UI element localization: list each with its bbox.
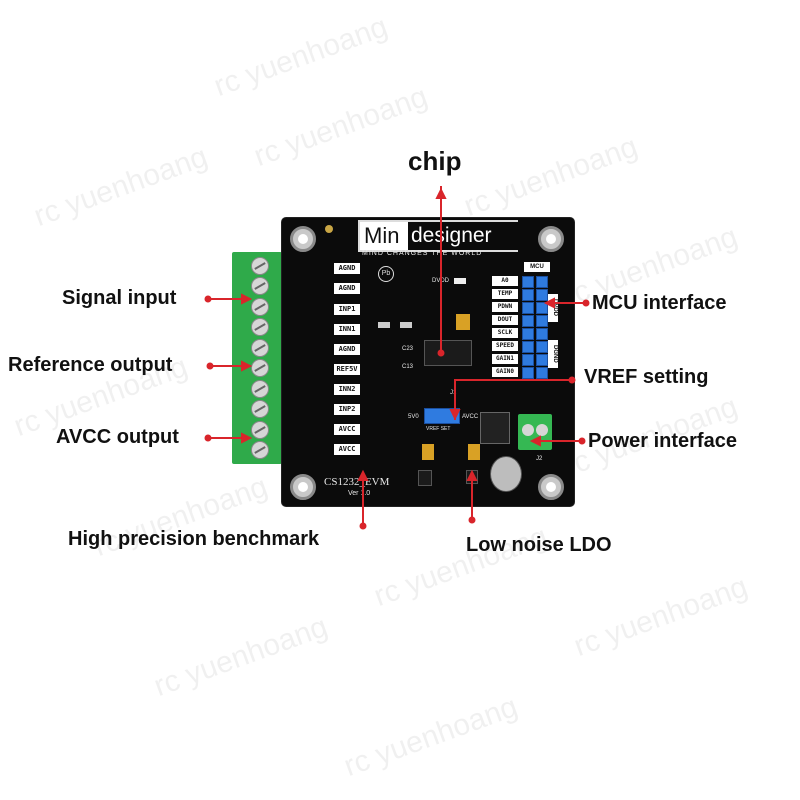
callout-mcu-interface: MCU interface — [592, 292, 727, 314]
mcu-header-title: MCU — [524, 262, 550, 272]
terminal-screw — [251, 359, 269, 377]
capacitor — [468, 444, 480, 460]
mcu-pin[interactable] — [522, 276, 534, 288]
mcu-pin[interactable] — [536, 315, 548, 327]
terminal-screw — [251, 277, 269, 295]
mount-hole — [538, 226, 564, 252]
mount-hole — [538, 474, 564, 500]
terminal-label: AGND — [334, 263, 360, 274]
brand-left: Min — [364, 223, 400, 248]
terminal-label: REF5V — [334, 364, 360, 375]
power-screw — [522, 424, 534, 436]
mcu-pin[interactable] — [536, 354, 548, 366]
terminal-screw — [251, 380, 269, 398]
terminal-screw — [251, 441, 269, 459]
dvdd-led — [454, 278, 466, 284]
model-label: CS1232_EVM — [324, 476, 390, 488]
callout-reference-output: Reference output — [8, 354, 173, 376]
terminal-screw — [251, 421, 269, 439]
mcu-pin[interactable] — [522, 315, 534, 327]
capacitor — [422, 444, 434, 460]
mcu-pin-label: PDWN — [492, 302, 518, 312]
dgnd-side-label: DGND — [548, 340, 558, 368]
terminal-screw — [251, 318, 269, 336]
mcu-pin-label: SPEED — [492, 341, 518, 351]
mcu-pin-label: GAIN1 — [492, 354, 518, 364]
c23-label: C23 — [402, 346, 414, 352]
terminal-label: INN2 — [334, 384, 360, 395]
mcu-pin[interactable] — [536, 302, 548, 314]
gold-pad — [325, 225, 333, 233]
mcu-pin-label: SCLK — [492, 328, 518, 338]
mcu-pin[interactable] — [536, 367, 548, 379]
brand-right: designer — [408, 222, 519, 250]
mcu-pin[interactable] — [536, 276, 548, 288]
mcu-pin-label: GAIN0 — [492, 367, 518, 377]
smd-resistor — [400, 322, 412, 328]
capacitor — [456, 314, 470, 330]
terminal-screw — [251, 400, 269, 418]
terminal-label: AVCC — [334, 424, 360, 435]
mount-hole — [290, 474, 316, 500]
power-terminal[interactable] — [518, 414, 552, 450]
version-label: Ver 1.0 — [348, 490, 371, 497]
mcu-pin-label: TEMP — [492, 289, 518, 299]
callout-power-interface: Power interface — [588, 430, 737, 452]
terminal-label: INP2 — [334, 404, 360, 415]
mcu-pin[interactable] — [522, 328, 534, 340]
terminal-screw — [251, 257, 269, 275]
mcu-pin[interactable] — [522, 302, 534, 314]
mcu-pin[interactable] — [522, 354, 534, 366]
voltage-regulator — [480, 412, 510, 444]
power-screw — [536, 424, 548, 436]
callout-signal-input: Signal input — [62, 287, 177, 309]
pcb-board: Min designer MIND CHANGES THE WORLD Pb A… — [282, 218, 574, 506]
mcu-pin[interactable] — [536, 289, 548, 301]
j1-label: J1 — [450, 390, 457, 396]
adc-chip — [424, 340, 472, 366]
terminal-label: AVCC — [334, 444, 360, 455]
c13-label: C13 — [402, 364, 414, 370]
terminal-label: INP1 — [334, 304, 360, 315]
mcu-pin[interactable] — [536, 328, 548, 340]
electrolytic-capacitor — [490, 456, 522, 492]
terminal-label: INN1 — [334, 324, 360, 335]
slogan: MIND CHANGES THE WORLD — [362, 250, 483, 257]
pb-free-icon: Pb — [378, 266, 394, 282]
j2-label: J2 — [536, 456, 543, 462]
terminal-label: AGND — [334, 283, 360, 294]
5v-label: 5V0 — [408, 414, 419, 420]
callout-high-precision-benchmark: High precision benchmark — [68, 528, 320, 550]
brand-logo: Min designer — [358, 220, 519, 252]
terminal-screw — [251, 298, 269, 316]
mcu-pin[interactable] — [522, 367, 534, 379]
callout-low-noise-ldo: Low noise LDO — [466, 534, 612, 556]
mcu-pin[interactable] — [536, 341, 548, 353]
callout-chip: chip — [408, 146, 462, 176]
reference-ic — [418, 470, 432, 486]
terminal-screw — [251, 339, 269, 357]
mount-hole — [290, 226, 316, 252]
smd-resistor — [378, 322, 390, 328]
mcu-pin-label: DOUT — [492, 315, 518, 325]
mcu-pin[interactable] — [522, 289, 534, 301]
mcu-pin[interactable] — [522, 341, 534, 353]
callout-vref-setting: VREF setting — [584, 366, 709, 388]
avcc-jumper-label: AVCC — [462, 414, 479, 420]
vref-set-label: VREF SET — [426, 426, 451, 432]
terminal-label: AGND — [334, 344, 360, 355]
mcu-pin-label: A0 — [492, 276, 518, 286]
callout-avcc-output: AVCC output — [56, 426, 179, 448]
